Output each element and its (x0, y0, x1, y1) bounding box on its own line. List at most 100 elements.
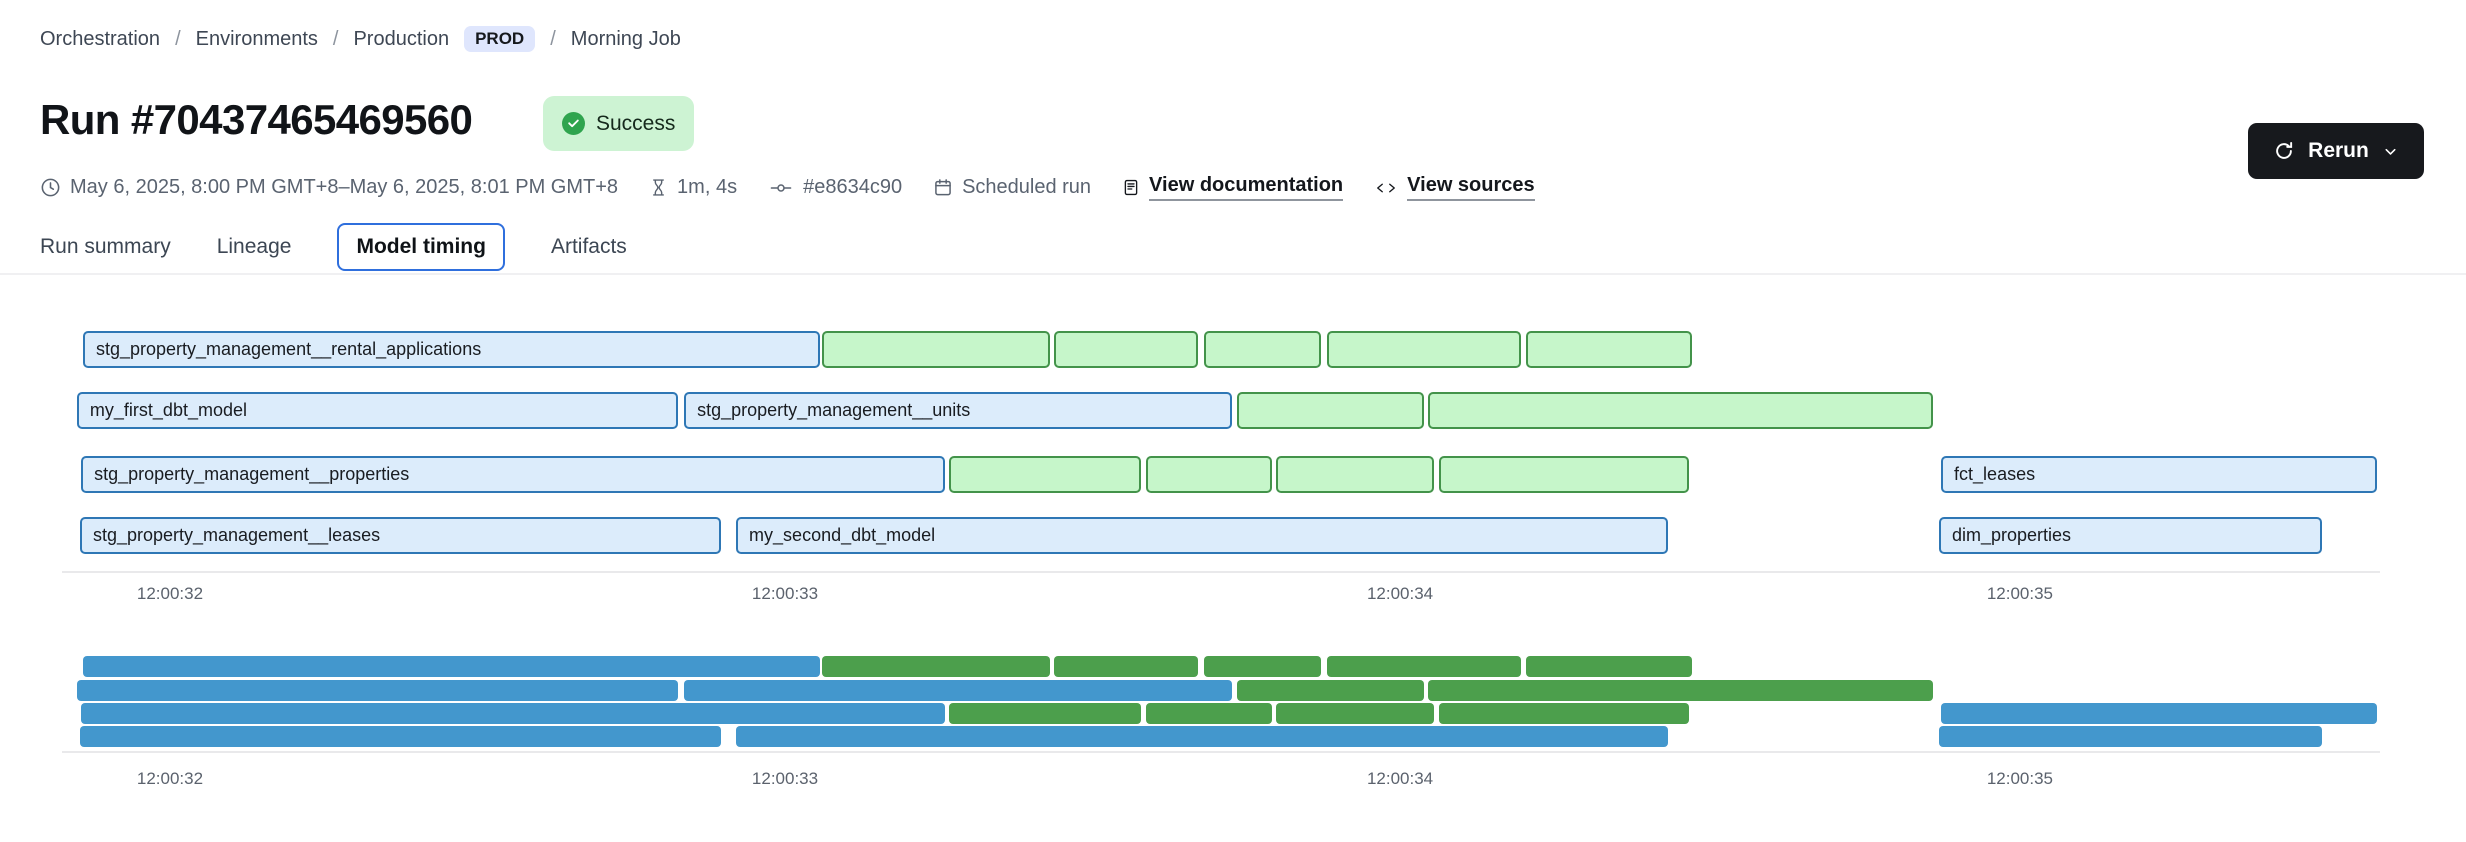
minimap-bar[interactable] (81, 703, 946, 724)
gantt-bar[interactable] (1236, 392, 1424, 429)
gantt-bar[interactable]: stg_property_management__properties (81, 456, 946, 493)
tabs-divider (0, 273, 2466, 275)
run-tabs: Run summary Lineage Model timing Artifac… (40, 220, 627, 273)
axis-tick-label: 12:00:33 (751, 769, 819, 788)
gantt-bar[interactable]: my_first_dbt_model (76, 392, 679, 429)
minimap-bar[interactable] (1236, 680, 1424, 701)
chevron-down-icon[interactable] (2382, 143, 2399, 160)
minimap-bar[interactable] (79, 726, 721, 747)
gantt-bar[interactable]: fct_leases (1941, 456, 2377, 493)
gantt-bar[interactable] (1526, 331, 1692, 368)
gantt-bar-label: stg_property_management__leases (92, 525, 381, 545)
breadcrumb-morning-job[interactable]: Morning Job (570, 27, 681, 50)
gantt-bar-label: my_first_dbt_model (89, 400, 247, 420)
check-icon (562, 112, 585, 135)
breadcrumb-separator: / (550, 27, 556, 50)
gantt-bar[interactable]: stg_property_management__leases (79, 517, 721, 554)
gantt-bar[interactable] (1145, 456, 1272, 493)
axis-tick-label: 12:00:34 (1366, 769, 1434, 788)
gantt-bar[interactable] (1275, 456, 1434, 493)
axis-tick-label: 12:00:34 (1366, 584, 1434, 603)
minimap-bar[interactable] (1145, 703, 1272, 724)
gantt-bar[interactable]: stg_property_management__rental_applicat… (82, 331, 821, 368)
minimap-divider (62, 751, 2380, 753)
gantt-bar[interactable] (1326, 331, 1521, 368)
gantt-bar-label: stg_property_management__properties (94, 464, 410, 484)
gantt-bar[interactable]: my_second_dbt_model (736, 517, 1668, 554)
run-time-range-label: May 6, 2025, 8:00 PM GMT+8–May 6, 2025, … (70, 176, 619, 198)
breadcrumb-separator: / (332, 27, 339, 50)
gantt-bar-label: fct_leases (1954, 464, 2036, 484)
rerun-button[interactable]: Rerun (2248, 123, 2424, 179)
view-sources: View sources (1374, 174, 1535, 201)
minimap-bar[interactable] (76, 680, 679, 701)
minimap-bar[interactable] (1526, 656, 1692, 677)
view-documentation-link[interactable]: View documentation (1149, 174, 1344, 201)
tab-artifacts[interactable]: Artifacts (550, 234, 627, 258)
minimap-bar[interactable] (1941, 703, 2377, 724)
gantt-bar[interactable] (821, 331, 1050, 368)
gantt-bar[interactable] (1439, 456, 1689, 493)
gantt-bar-label: stg_property_management__units (697, 400, 971, 420)
axis-tick-label: 12:00:32 (136, 769, 204, 788)
minimap-bar[interactable] (1326, 656, 1521, 677)
view-sources-link[interactable]: View sources (1407, 174, 1535, 201)
breadcrumb: Orchestration / Environments / Productio… (40, 26, 681, 53)
run-metadata: May 6, 2025, 8:00 PM GMT+8–May 6, 2025, … (40, 174, 1535, 201)
breadcrumb-environments[interactable]: Environments (195, 27, 318, 50)
calendar-icon (933, 177, 953, 198)
minimap-bar[interactable] (821, 656, 1050, 677)
minimap-bar[interactable] (1053, 656, 1198, 677)
gantt-minimap[interactable] (60, 652, 2380, 749)
gantt-bar[interactable] (1053, 331, 1198, 368)
rerun-label: Rerun (2308, 139, 2369, 162)
minimap-bar[interactable] (1439, 703, 1689, 724)
minimap-bar[interactable] (736, 726, 1668, 747)
clock-icon (40, 177, 61, 198)
hourglass-icon (649, 177, 668, 198)
gantt-bar[interactable] (949, 456, 1141, 493)
page-title: Run #70437465469560 (40, 96, 473, 143)
minimap-bar[interactable] (1275, 703, 1434, 724)
gantt-chart: stg_property_management__rental_applicat… (60, 318, 2380, 572)
axis-tick-label: 12:00:33 (751, 584, 819, 603)
run-trigger: Scheduled run (933, 176, 1091, 199)
gantt-bar-label: dim_properties (1951, 525, 2072, 545)
run-commit-label: #e8634c90 (803, 176, 903, 198)
code-icon (1374, 179, 1398, 197)
minimap-bar[interactable] (1938, 726, 2322, 747)
commit-icon (768, 178, 794, 198)
document-icon (1122, 177, 1140, 198)
gantt-axis-top: 12:00:32 12:00:33 12:00:34 12:00:35 (60, 584, 2380, 606)
status-badge: Success (543, 96, 695, 151)
run-duration-label: 1m, 4s (677, 176, 738, 198)
run-trigger-label: Scheduled run (962, 176, 1092, 198)
minimap-bar[interactable] (1203, 656, 1321, 677)
view-documentation: View documentation (1122, 174, 1344, 201)
breadcrumb-orchestration[interactable]: Orchestration (40, 27, 161, 50)
minimap-bar[interactable] (684, 680, 1233, 701)
run-duration: 1m, 4s (649, 176, 737, 199)
axis-tick-label: 12:00:35 (1986, 769, 2054, 788)
gantt-bar[interactable]: stg_property_management__units (684, 392, 1233, 429)
axis-tick-label: 12:00:35 (1986, 584, 2054, 603)
environment-badge: PROD (464, 26, 536, 53)
tab-run-summary[interactable]: Run summary (40, 234, 171, 258)
tab-lineage[interactable]: Lineage (216, 234, 292, 258)
gantt-bar-label: stg_property_management__rental_applicat… (95, 339, 482, 359)
tab-model-timing[interactable]: Model timing (337, 222, 505, 271)
axis-tick-label: 12:00:32 (136, 584, 204, 603)
refresh-icon (2273, 140, 2295, 162)
gantt-bar[interactable]: dim_properties (1938, 517, 2322, 554)
breadcrumb-separator: / (175, 27, 181, 50)
minimap-bar[interactable] (1428, 680, 1933, 701)
gantt-bar[interactable] (1428, 392, 1933, 429)
gantt-axis-line (62, 571, 2380, 573)
breadcrumb-production[interactable]: Production (353, 27, 450, 50)
minimap-bar[interactable] (82, 656, 821, 677)
minimap-bar[interactable] (949, 703, 1141, 724)
status-label: Success (596, 111, 676, 135)
run-commit: #e8634c90 (768, 176, 902, 199)
gantt-bar-label: my_second_dbt_model (749, 525, 936, 545)
gantt-bar[interactable] (1203, 331, 1321, 368)
